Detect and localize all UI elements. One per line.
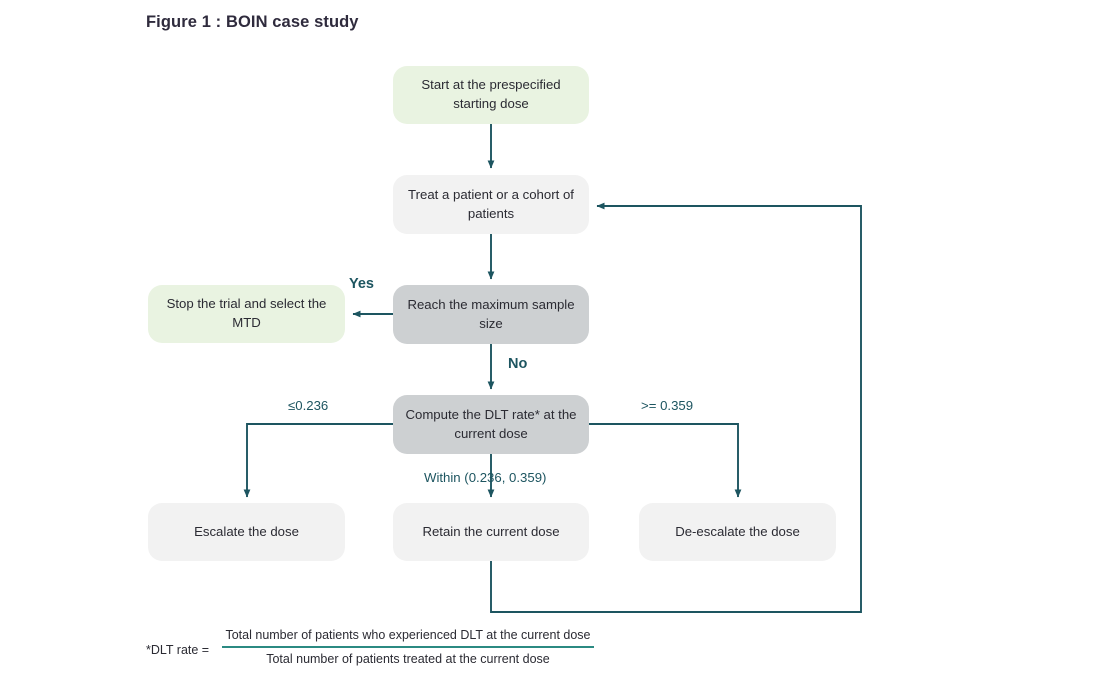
edge-label-within-range: Within (0.236, 0.359) bbox=[424, 470, 547, 485]
page-title: Figure 1 : BOIN case study bbox=[146, 13, 359, 31]
node-retain-current-dose[interactable]: Retain the current dose bbox=[393, 503, 589, 561]
edge-compute-to-escalate bbox=[243, 423, 393, 498]
node-stop-trial-select-mtd[interactable]: Stop the trial and select the MTD bbox=[148, 285, 345, 343]
node-treat-patient[interactable]: Treat a patient or a cohort of patients bbox=[393, 175, 589, 234]
edge-label-no: No bbox=[508, 356, 528, 372]
node-deescalate-dose[interactable]: De-escalate the dose bbox=[639, 503, 836, 561]
node-escalate-dose[interactable]: Escalate the dose bbox=[148, 503, 345, 561]
footnote-label: *DLT rate = bbox=[146, 643, 210, 657]
node-compute-dlt-rate[interactable]: Compute the DLT rate* at the current dos… bbox=[393, 395, 589, 454]
edge-label-yes: Yes bbox=[349, 276, 374, 292]
edge-label-low-threshold: ≤0.236 bbox=[288, 398, 329, 413]
footnote-dlt-rate-formula: *DLT rate = Total number of patients who… bbox=[146, 626, 616, 678]
node-reach-maximum-sample-size[interactable]: Reach the maximum sample size bbox=[393, 285, 589, 344]
fraction-bar bbox=[222, 646, 594, 648]
node-start[interactable]: Start at the prespecified starting dose bbox=[393, 66, 589, 124]
edge-compute-to-deescalate bbox=[589, 423, 742, 498]
edge-label-high-threshold: >= 0.359 bbox=[641, 398, 694, 413]
fraction: Total number of patients who experienced… bbox=[222, 626, 594, 669]
fraction-denominator: Total number of patients treated at the … bbox=[266, 651, 550, 666]
fraction-numerator: Total number of patients who experienced… bbox=[225, 628, 591, 642]
